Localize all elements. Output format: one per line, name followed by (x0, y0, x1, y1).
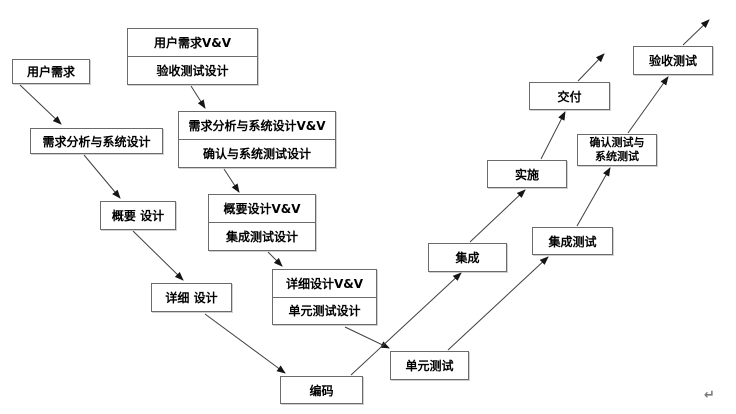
box-outline-design-vv-bottom: 集成测试设计 (209, 222, 315, 250)
box-user-requirements-vv-bottom: 验收测试设计 (128, 56, 257, 84)
box-requirements-system-design-vv-top: 需求分析与系统设计V&V (188, 119, 326, 133)
arrow-outlinevv-to-detailvv (267, 251, 283, 267)
arrow-inttest-to-confirmtest (576, 167, 611, 227)
box-acceptance-test-label: 验收测试 (648, 54, 697, 68)
box-acceptance-test: 验收测试 (633, 46, 713, 75)
box-requirements-system-design-vv: 需求分析与系统设计V&V 确认与系统测试设计 (178, 111, 336, 168)
arrow-acceptance-up (682, 19, 710, 46)
box-requirements-system-design: 需求分析与系统设计 (30, 128, 163, 154)
arrow-userreq-to-reqsys (19, 84, 62, 125)
arrow-reqsysvv-to-outlinevv (223, 168, 240, 193)
arrow-impl-to-delivery (540, 111, 566, 160)
arrow-outline-to-detail (132, 230, 184, 281)
box-detailed-design: 详细 设计 (151, 283, 232, 312)
box-requirements-system-design-label: 需求分析与系统设计 (42, 134, 151, 149)
arrow-detailvv-to-unittest (344, 326, 390, 349)
box-user-requirements: 用户需求 (12, 59, 90, 84)
line-break-mark: ↵ (704, 388, 715, 403)
box-confirmation-system-test-line1: 确认测试与 (589, 136, 645, 149)
box-outline-design-vv-top: 概要设计V&V (223, 202, 301, 216)
box-delivery-label: 交付 (557, 89, 582, 104)
box-detailed-design-vv-bottom: 单元测试设计 (273, 296, 376, 325)
box-unit-test: 单元测试 (390, 351, 469, 380)
arrow-reqsys-to-outline (83, 154, 121, 199)
box-detailed-design-vv-top: 详细设计V&V (285, 276, 364, 291)
box-unit-test-label: 单元测试 (405, 359, 454, 373)
arrow-confirmtest-to-acceptance (627, 76, 669, 134)
box-detailed-design-vv: 详细设计V&V 单元测试设计 (272, 269, 377, 325)
box-integration-label: 集成 (455, 251, 480, 265)
box-user-requirements-vv-top: 用户需求V&V (153, 36, 232, 50)
box-integration-test: 集成测试 (532, 227, 613, 255)
box-detailed-design-label: 详细 设计 (165, 291, 218, 305)
arrow-userreqvv-to-reqsysvv (190, 85, 206, 109)
box-coding: 编码 (280, 376, 363, 404)
box-outline-design-vv: 概要设计V&V 集成测试设计 (208, 194, 316, 251)
box-outline-design: 概要 设计 (100, 201, 176, 230)
box-outline-design-label: 概要 设计 (111, 209, 165, 223)
box-confirmation-system-test-line2: 系统测试 (595, 150, 639, 163)
box-implementation: 实施 (487, 160, 567, 188)
arrow-delivery-up (577, 53, 605, 82)
arrow-integration-to-impl (469, 189, 526, 243)
box-requirements-system-design-vv-bottom: 确认与系统测试设计 (179, 139, 335, 167)
box-confirmation-system-test: 确认测试与 系统测试 (577, 134, 657, 166)
box-implementation-label: 实施 (514, 167, 539, 182)
box-user-requirements-vv: 用户需求V&V 验收测试设计 (127, 28, 258, 85)
box-integration-test-label: 集成测试 (548, 234, 597, 249)
box-integration: 集成 (428, 243, 507, 272)
box-delivery: 交付 (529, 82, 610, 110)
box-user-requirements-label: 用户需求 (26, 65, 75, 79)
box-coding-label: 编码 (309, 383, 334, 398)
